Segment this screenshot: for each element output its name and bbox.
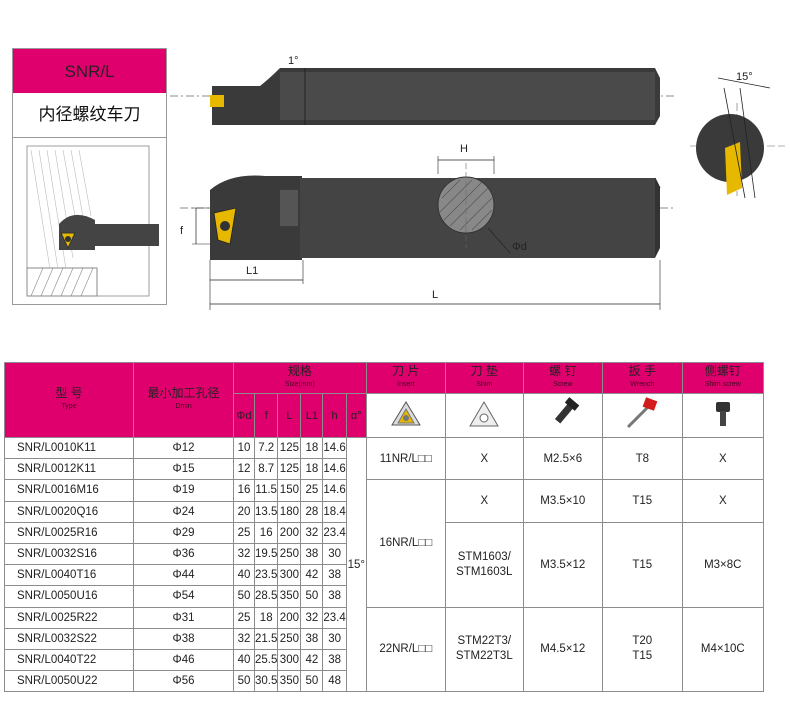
insert-icon [365,393,446,438]
product-header: SNR/L 内径螺纹车刀 [12,48,167,305]
shim-icon [444,393,524,438]
col-l: L [277,393,302,438]
product-name: 内径螺纹车刀 [13,93,166,138]
product-code: SNR/L [13,49,166,93]
angle-side-label: 15° [736,71,753,83]
angle-top-label: 1° [288,55,299,67]
col-f: f [253,393,279,438]
group2-insert: 16NR/L□□ [365,479,446,608]
wrench-icon [601,393,683,438]
dim-h-label: H [460,143,468,155]
application-illustration [13,138,166,303]
group1-insert: 11NR/L□□ [365,436,446,481]
top-insert [210,95,224,107]
dim-f-label: f [180,225,184,237]
col-h: h [322,393,347,438]
screw-icon [522,393,603,438]
col-l1: L1 [300,393,324,438]
technical-drawing: 1° 15° H Φd [170,48,790,313]
group3-insert: 22NR/L□□ [365,606,446,693]
alpha-value: 15° [345,436,367,693]
col-alpha: α° [345,393,367,438]
col-d: Φd [233,393,255,438]
dim-l1-label: L1 [246,265,258,277]
header-row-2: Φd f L L1 h α° [5,393,764,438]
dim-d-label: Φd [512,241,527,253]
shim-screw-icon [681,393,764,438]
dim-l-label: L [432,289,438,301]
